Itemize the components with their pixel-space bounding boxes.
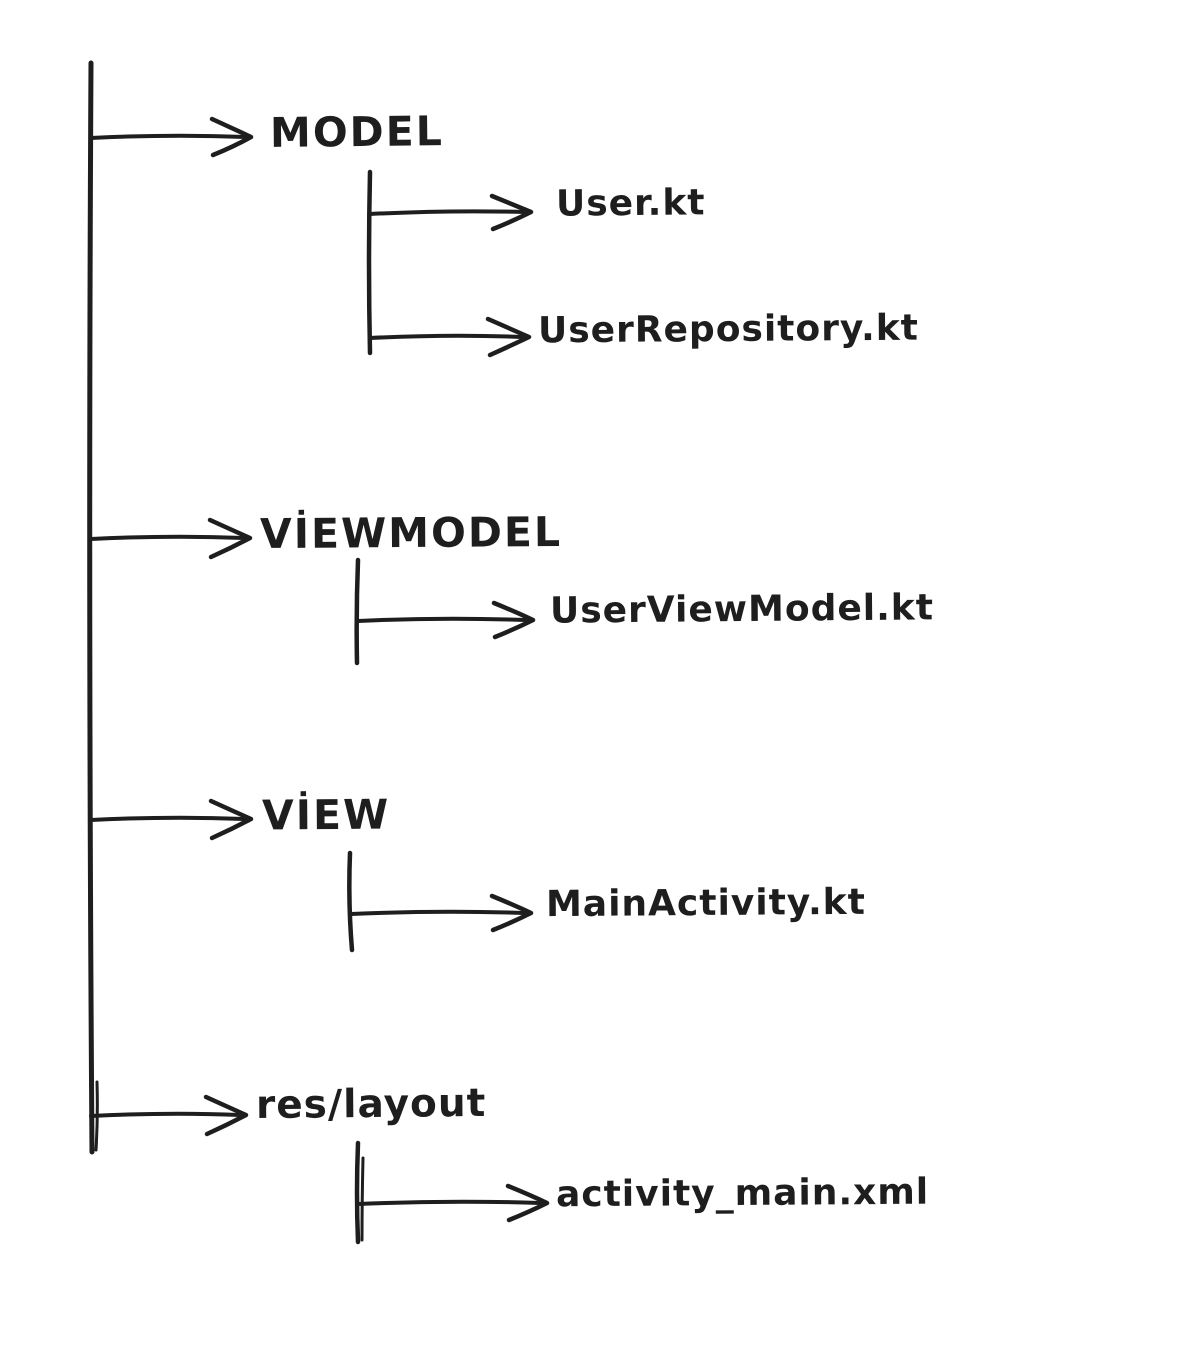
folder-label-viewmodel: VİEWMODEL [259, 507, 563, 559]
sub-trunk-line-viewmodel [354, 557, 361, 666]
sub-trunk-line-view [347, 850, 355, 953]
sub-trunk-line-model [366, 169, 373, 356]
branch-arrow-shaft-model [89, 133, 248, 140]
child-arrow-shaft-userrepository-kt [368, 333, 524, 340]
sub-trunk-overdraw-line-res-layout [360, 1156, 365, 1242]
file-label-userviewmodel-kt: UserViewModel.kt [549, 587, 935, 632]
sub-trunk-line-res-layout [354, 1140, 361, 1245]
child-arrowhead-activity-main-xml [505, 1183, 550, 1223]
file-label-activity-main-xml: activity_main.xml [555, 1171, 930, 1216]
child-arrowhead-userviewmodel-kt [491, 600, 536, 640]
branch-arrowhead-model [209, 116, 254, 158]
folder-label-res-layout: res/layout [255, 1080, 487, 1129]
child-arrow-shaft-userviewmodel-kt [356, 616, 528, 623]
file-label-userrepository-kt: UserRepository.kt [537, 307, 920, 352]
branch-arrow-shaft-view [89, 815, 247, 822]
branch-arrow-shaft-viewmodel [89, 534, 246, 541]
file-label-mainactivity-kt: MainActivity.kt [545, 881, 866, 926]
file-label-user-kt: User.kt [555, 182, 706, 225]
child-arrow-shaft-mainactivity-kt [349, 909, 526, 916]
branch-arrowhead-view [208, 798, 254, 841]
child-arrow-shaft-user-kt [368, 209, 526, 216]
branch-arrow-shaft-res-layout [89, 1111, 242, 1118]
child-arrow-shaft-activity-main-xml [356, 1199, 542, 1206]
branch-arrowhead-res-layout [203, 1094, 249, 1137]
child-arrowhead-userrepository-kt [485, 316, 532, 358]
main-trunk-line [87, 60, 95, 1155]
branch-arrowhead-viewmodel [207, 517, 253, 560]
child-arrowhead-user-kt [489, 193, 534, 232]
folder-label-model: MODEL [269, 107, 445, 157]
folder-label-view: VİEW [261, 790, 391, 840]
child-arrowhead-mainactivity-kt [489, 893, 534, 933]
